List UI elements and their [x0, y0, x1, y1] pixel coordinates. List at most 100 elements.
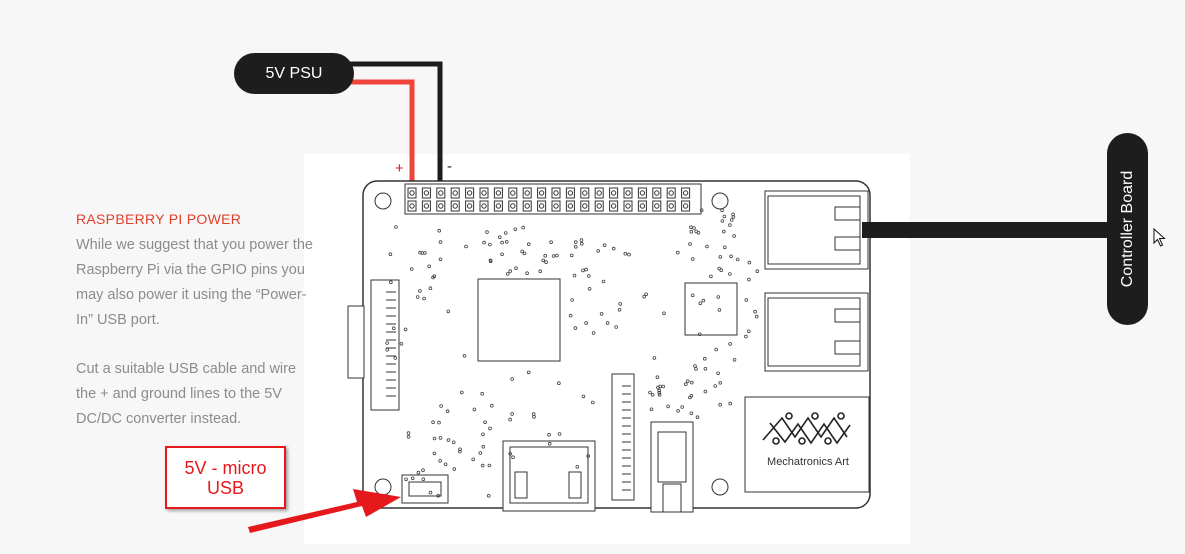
- component-dot: [579, 238, 584, 242]
- component-dot: [458, 449, 462, 454]
- gpio-pin: [409, 190, 415, 196]
- power-info-block: RASPBERRY PI POWER While we suggest that…: [76, 211, 316, 432]
- gpio-pin-pad: [666, 200, 676, 212]
- component-dot: [437, 228, 442, 233]
- gpio-pin: [438, 190, 444, 196]
- component-dot: [557, 432, 562, 436]
- component-dot: [393, 356, 398, 360]
- component-dot: [427, 264, 432, 269]
- component-dot: [658, 384, 662, 389]
- gpio-pin-pad: [637, 200, 647, 212]
- component-dot: [410, 476, 415, 481]
- component-dot: [694, 367, 698, 371]
- component-dot: [446, 309, 451, 314]
- gpio-pin-pad: [436, 187, 446, 199]
- component-dot: [459, 390, 464, 395]
- component-dot: [675, 250, 680, 255]
- usb-port-bottom: [764, 292, 869, 372]
- component-dot: [717, 266, 721, 271]
- component-dot: [445, 409, 450, 414]
- component-dot: [541, 258, 545, 263]
- component-dot: [680, 405, 684, 409]
- gpio-pin-pad: [594, 187, 604, 199]
- gpio-pin: [654, 203, 660, 209]
- gpio-pin-pad: [681, 187, 691, 199]
- component-dot: [614, 325, 618, 329]
- gpio-pin: [596, 190, 602, 196]
- component-dot: [488, 258, 493, 263]
- component-dot: [690, 257, 695, 261]
- component-dot: [688, 242, 692, 246]
- board-logo-text: Mechatronics Art: [767, 456, 849, 468]
- component-dot: [389, 280, 393, 285]
- mouse-cursor-icon: [1153, 228, 1166, 247]
- gpio-pin-pad: [479, 200, 489, 212]
- component-dot: [510, 377, 514, 381]
- component-dot: [504, 240, 509, 244]
- component-dot: [744, 298, 749, 302]
- component-dot: [483, 420, 487, 425]
- component-dot: [480, 463, 485, 468]
- component-dot: [570, 298, 574, 302]
- component-dot: [431, 420, 435, 425]
- gpio-pin: [582, 203, 588, 209]
- hdmi-port: [502, 440, 596, 512]
- gpio-pin-pad: [580, 187, 590, 199]
- gpio-minus-label: -: [447, 158, 452, 175]
- gpio-pin-pad: [450, 187, 460, 199]
- gpio-pin: [610, 190, 617, 196]
- component-dot: [591, 331, 596, 335]
- component-dot: [500, 252, 504, 257]
- component-dot: [443, 462, 448, 467]
- component-dot: [689, 411, 694, 416]
- component-dot: [573, 245, 578, 249]
- component-dot: [579, 241, 584, 246]
- component-dot: [697, 332, 702, 337]
- power-info-title: RASPBERRY PI POWER: [76, 211, 242, 227]
- gpio-pin-pad: [493, 200, 503, 212]
- component-dot: [480, 391, 485, 396]
- component-dot: [573, 240, 578, 244]
- gpio-pin-pad: [551, 200, 561, 212]
- component-dot: [709, 274, 713, 279]
- component-dot: [657, 390, 662, 395]
- gpio-pin: [610, 203, 617, 209]
- gpio-pin: [538, 203, 545, 209]
- component-dot: [486, 493, 491, 498]
- controller-board-text: Controller Board: [1118, 170, 1136, 288]
- gpio-pin: [625, 203, 631, 209]
- component-dot: [481, 444, 486, 449]
- component-dot: [406, 434, 411, 439]
- gpio-pin: [553, 203, 559, 209]
- gpio-pin: [466, 203, 473, 209]
- component-dot: [713, 384, 717, 388]
- gpio-pin-pad: [508, 200, 518, 212]
- callout-line-1: 5V - micro: [184, 457, 267, 478]
- gpio-pin: [423, 203, 430, 209]
- component-dot: [649, 407, 654, 412]
- component-dot: [421, 468, 425, 473]
- component-dot: [732, 357, 737, 362]
- component-dot: [685, 379, 690, 384]
- component-dot: [648, 390, 652, 395]
- component-dot: [385, 341, 389, 345]
- component-dot: [590, 400, 595, 405]
- usb-ethernet-chip: [684, 282, 738, 336]
- component-dot: [436, 493, 441, 498]
- component-dot: [543, 253, 547, 258]
- component-dot: [627, 252, 631, 257]
- gpio-pin-pad: [436, 200, 446, 212]
- component-dot: [746, 329, 751, 334]
- component-dot: [385, 347, 390, 352]
- gpio-pin-pad: [637, 187, 647, 199]
- component-dot: [718, 402, 722, 407]
- red-power-wire: [345, 79, 415, 192]
- component-dot: [587, 286, 592, 291]
- component-dot: [703, 389, 708, 394]
- gpio-pin: [423, 190, 430, 196]
- gpio-pin-pad: [421, 187, 431, 199]
- gpio-pin-pad: [522, 187, 532, 199]
- component-dot: [488, 242, 492, 247]
- gpio-pin: [538, 190, 545, 196]
- component-dot: [601, 279, 606, 284]
